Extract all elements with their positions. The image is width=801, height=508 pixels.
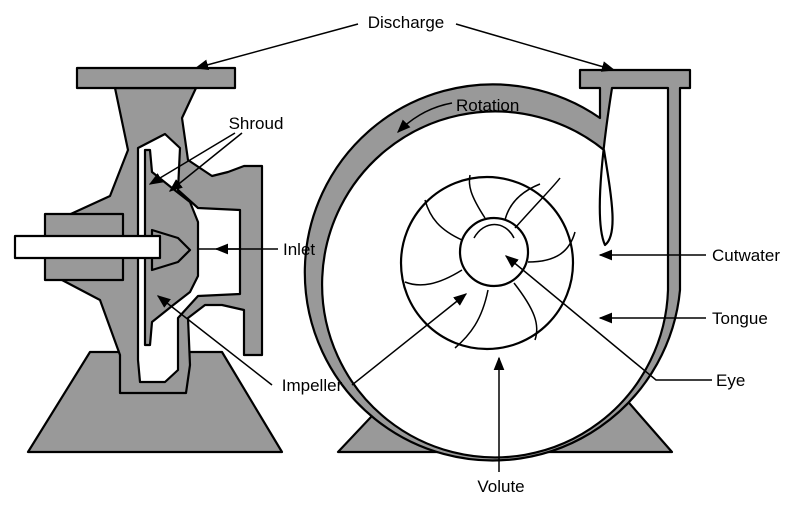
labels: Discharge Shroud Rotation Inlet Cutwater… [229, 13, 781, 496]
left-base [26, 350, 284, 454]
label-tongue: Tongue [712, 309, 768, 328]
discharge-leader-right [455, 23, 616, 72]
label-eye: Eye [716, 371, 745, 390]
leader-lines [148, 23, 712, 472]
impeller-eye [458, 216, 530, 288]
hub-cone [150, 228, 192, 272]
label-shroud: Shroud [229, 114, 284, 133]
label-cutwater: Cutwater [712, 246, 780, 265]
label-inlet: Inlet [283, 240, 315, 259]
impeller-leader-left [156, 295, 273, 386]
impeller-vanes [404, 174, 576, 349]
rotation-arrow [397, 102, 453, 133]
label-impeller: Impeller [282, 376, 343, 395]
label-volute: Volute [477, 477, 524, 496]
discharge-leader-left [194, 23, 359, 71]
shaft [13, 234, 162, 260]
eye-leader [504, 255, 712, 381]
label-rotation: Rotation [456, 96, 519, 115]
eye-rotation-curve [473, 223, 515, 239]
discharge-flange-left [75, 66, 237, 90]
side-section-view [13, 66, 284, 454]
impeller-leader-right [351, 293, 468, 386]
shroud-leader-2 [168, 132, 243, 192]
shroud-leader-1 [148, 132, 236, 185]
end-view [303, 68, 692, 462]
label-discharge: Discharge [368, 13, 445, 32]
